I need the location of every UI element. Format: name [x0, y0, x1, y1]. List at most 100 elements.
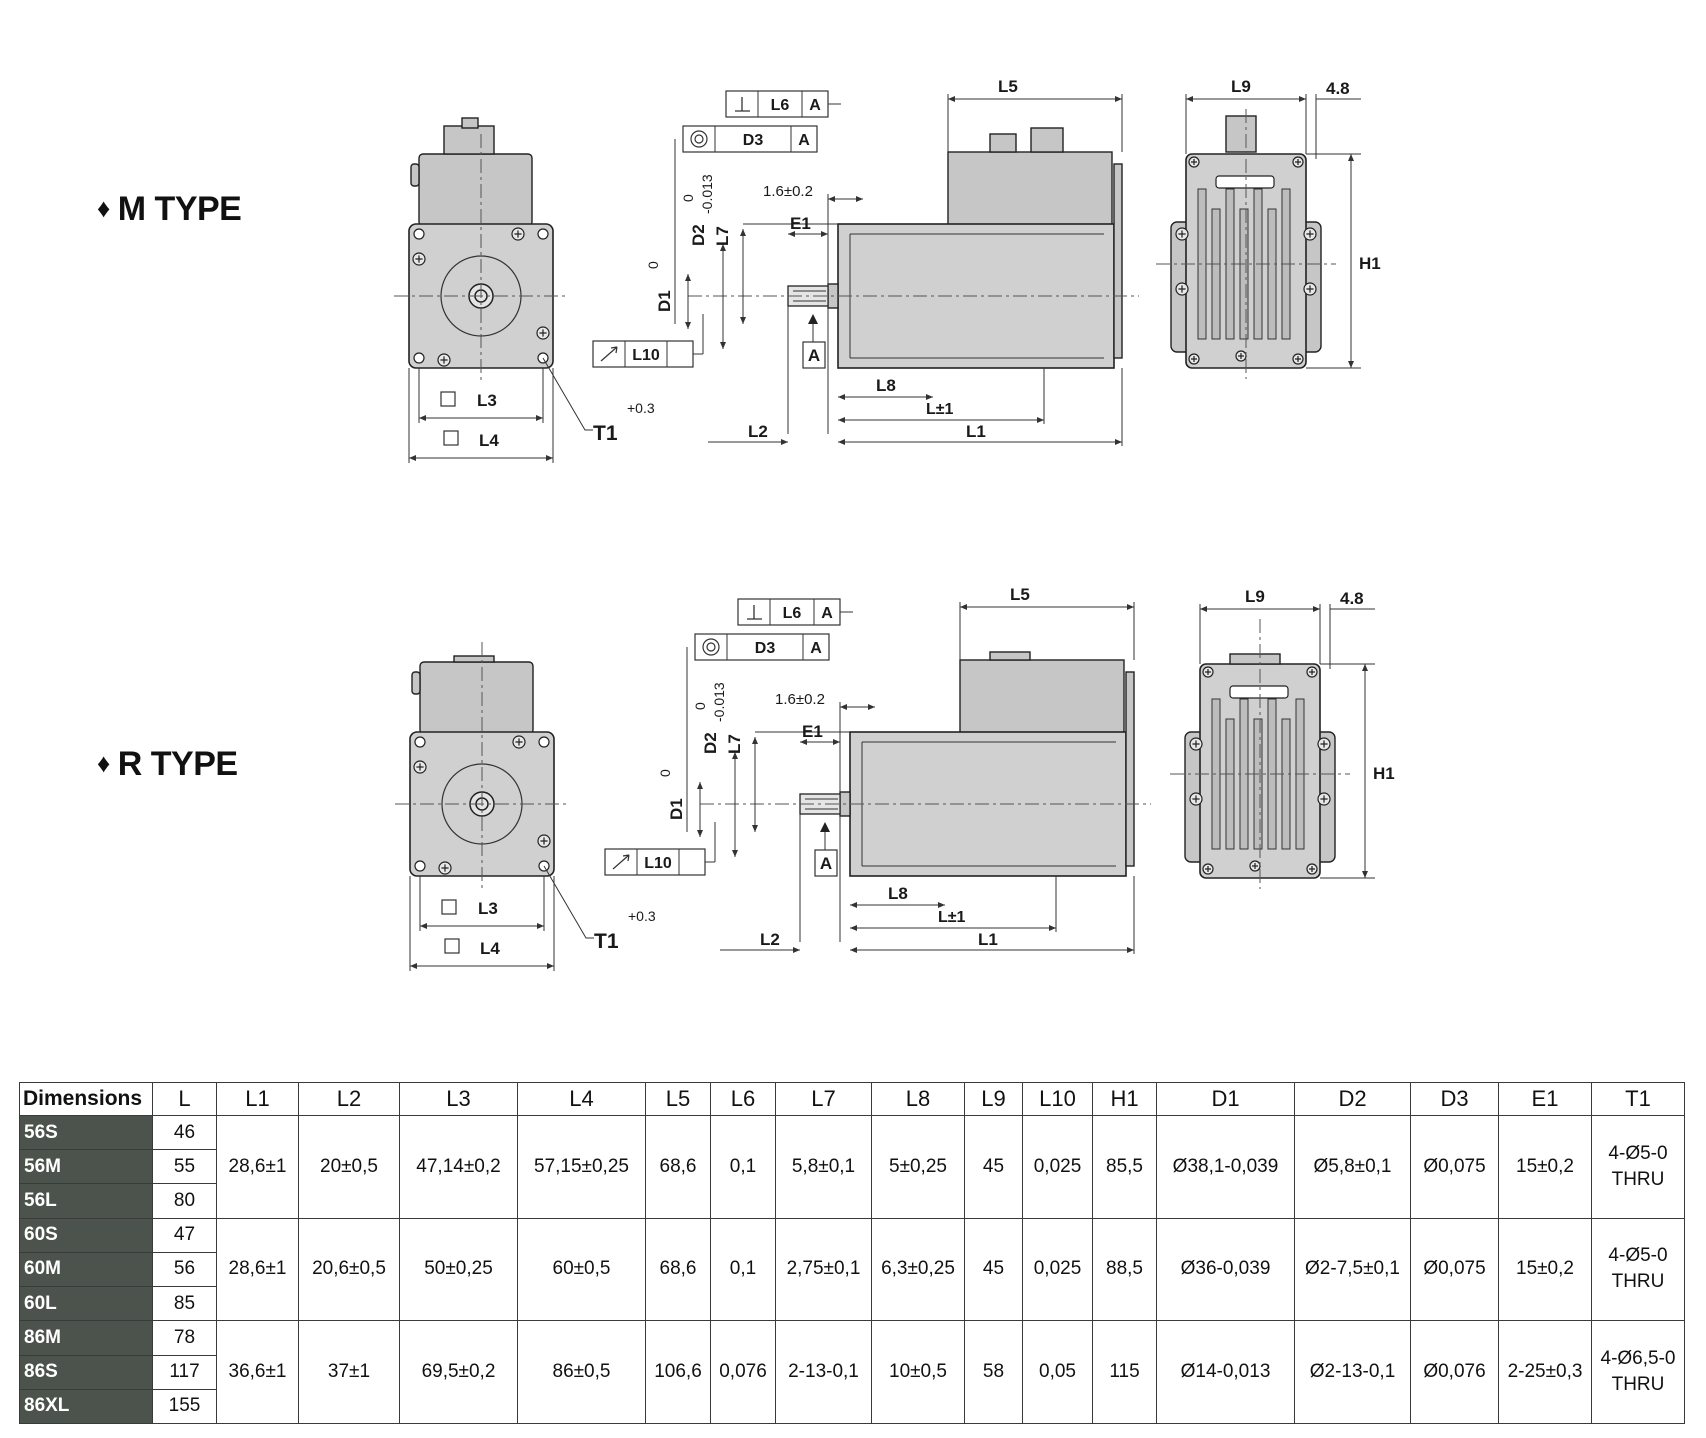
- arrow-icon: [732, 752, 738, 759]
- dimension-label-l9: L9: [1231, 77, 1251, 96]
- cell-t1-thru: THRU: [1611, 1271, 1665, 1293]
- cell-l10: 0,05: [1022, 1320, 1093, 1424]
- screw-icon: [1192, 740, 1200, 748]
- square-symbol-icon: [440, 391, 456, 407]
- dimension-label-l1: L1: [966, 422, 986, 441]
- datum-label: A: [808, 346, 820, 365]
- perpendicularity-icon: [747, 605, 762, 620]
- cell-t1-size: 4-Ø5-0: [1608, 1142, 1668, 1164]
- tolerance-label: D3: [743, 132, 764, 149]
- dimension-label-h1: H1: [1373, 764, 1395, 783]
- cell-l2: 37±1: [298, 1320, 400, 1424]
- arrow-icon: [752, 825, 758, 832]
- dimension-label-l4: L4: [480, 939, 500, 958]
- cell-t1-thru: THRU: [1611, 1168, 1665, 1190]
- length-cell: 47: [152, 1217, 217, 1253]
- screw-icon: [1178, 230, 1186, 238]
- arrow-icon: [1313, 606, 1320, 612]
- screw-icon: [1178, 285, 1186, 293]
- column-header-l3: L3: [399, 1082, 518, 1116]
- dimension-label-l8: L8: [888, 884, 908, 903]
- screw-icon: [539, 329, 547, 337]
- model-name-cell: 86S: [19, 1354, 153, 1390]
- cell-l4: 60±0,5: [517, 1217, 646, 1322]
- arrow-icon: [685, 322, 691, 329]
- cell-l1: 36,6±1: [216, 1320, 299, 1424]
- arrow-icon: [833, 739, 840, 745]
- dimension-label-t1: T1: [594, 930, 619, 953]
- cell-d3: Ø0,076: [1410, 1320, 1499, 1424]
- model-name-cell: 86XL: [19, 1388, 153, 1425]
- screw-icon: [1252, 863, 1258, 869]
- column-header-l1: L1: [216, 1082, 299, 1116]
- arrow-icon: [948, 96, 955, 102]
- screw-icon: [1295, 159, 1301, 165]
- arrow-icon: [536, 415, 543, 421]
- dimension-label-l5: L5: [998, 77, 1018, 96]
- dimension-label-l2: L2: [760, 930, 780, 949]
- cell-e1: 15±0,2: [1498, 1217, 1592, 1322]
- arrow-icon: [752, 737, 758, 744]
- screw-icon: [1306, 230, 1314, 238]
- mount-hole: [538, 736, 550, 748]
- screw-icon: [441, 864, 449, 872]
- mount-hole: [537, 228, 549, 240]
- dimension-label-l1: L1: [978, 930, 998, 949]
- arrow-icon: [838, 417, 845, 423]
- square-symbol-icon: [441, 899, 457, 915]
- arrow-icon: [720, 342, 726, 349]
- cell-l4: 57,15±0,25: [517, 1115, 646, 1219]
- column-header-d1: D1: [1156, 1082, 1295, 1116]
- runout-frame: [604, 848, 706, 876]
- arrow-icon: [788, 231, 795, 237]
- model-name-cell: 56M: [19, 1149, 153, 1185]
- arrow-icon: [410, 963, 417, 969]
- cell-d1: Ø14-0,013: [1156, 1320, 1295, 1424]
- column-header-h1: H1: [1092, 1082, 1157, 1116]
- screw-icon: [1192, 795, 1200, 803]
- cell-l8: 6,3±0,25: [871, 1217, 965, 1322]
- cell-t1-size: 4-Ø5-0: [1608, 1245, 1668, 1267]
- arrow-icon: [1200, 606, 1207, 612]
- dimension-label-l: L±1: [926, 401, 954, 418]
- cooling-fin: [1225, 718, 1235, 850]
- m-type-heading: ♦M TYPE: [97, 190, 242, 229]
- arrow-icon: [960, 604, 967, 610]
- connector-side-a: [989, 651, 1031, 661]
- cell-t1-thru: THRU: [1611, 1374, 1665, 1396]
- screw-icon: [440, 356, 448, 364]
- runout-icon: [600, 346, 618, 362]
- dimension-label-e1: E1: [802, 722, 823, 741]
- housing-clip: [410, 163, 420, 187]
- arrow-icon: [1037, 417, 1044, 423]
- arrow-icon: [409, 455, 416, 461]
- column-header-d2: D2: [1294, 1082, 1411, 1116]
- screw-icon: [514, 230, 522, 238]
- arrow-icon: [1115, 96, 1122, 102]
- cell-l7: 2,75±0,1: [775, 1217, 872, 1322]
- cooling-fin: [1281, 718, 1291, 850]
- rear-label-slot: [1215, 175, 1275, 189]
- dimension-label-4-8: 4.8: [1326, 79, 1350, 98]
- cell-l6: 0,076: [710, 1320, 776, 1424]
- column-header-l4: L4: [517, 1082, 646, 1116]
- tolerance-label: +0.3: [628, 908, 656, 924]
- arrow-icon: [856, 196, 863, 202]
- mount-hole: [413, 228, 425, 240]
- rear-cap: [1113, 163, 1123, 359]
- column-header-l: L: [152, 1082, 217, 1116]
- arrow-icon: [732, 850, 738, 857]
- arrow-icon: [938, 902, 945, 908]
- arrow-icon: [740, 317, 746, 324]
- perpendicularity-icon: [735, 97, 750, 112]
- cell-h1: 85,5: [1092, 1115, 1157, 1219]
- screw-icon: [1205, 866, 1211, 872]
- arrow-icon: [1362, 664, 1368, 671]
- connector-housing: [419, 661, 534, 735]
- model-name-cell: 60S: [19, 1217, 153, 1253]
- cell-l10: 0,025: [1022, 1217, 1093, 1322]
- datum-a-box: [814, 849, 838, 877]
